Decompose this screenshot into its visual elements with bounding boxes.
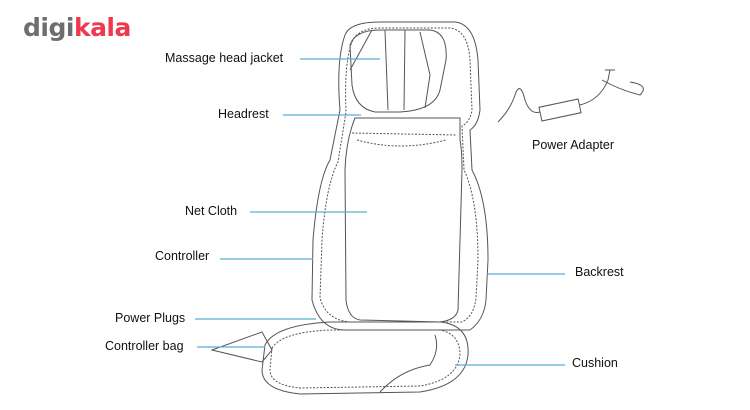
label-massage-head-jacket: Massage head jacket — [165, 51, 284, 65]
digikala-logo: digikala — [23, 13, 131, 42]
label-cushion: Cushion — [572, 356, 618, 370]
label-controller: Controller — [155, 249, 210, 263]
label-headrest: Headrest — [218, 107, 269, 121]
label-power-plugs: Power Plugs — [115, 311, 186, 325]
label-net-cloth: Net Cloth — [185, 204, 238, 218]
label-backrest: Backrest — [575, 265, 624, 279]
label-power-adapter: Power Adapter — [532, 138, 614, 152]
label-controller-bag: Controller bag — [105, 339, 184, 353]
power-adapter-illustration — [497, 69, 644, 123]
leader-lines — [195, 58, 565, 366]
seat-outline — [210, 21, 489, 395]
